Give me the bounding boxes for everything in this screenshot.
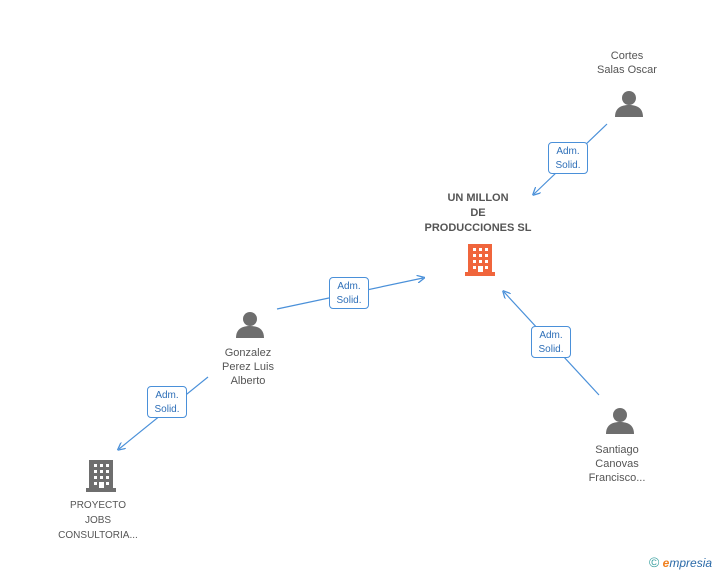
building-icon[interactable]	[465, 244, 495, 276]
label-line: JOBS	[84, 515, 112, 526]
edge-label-line: Adm.	[337, 281, 361, 292]
label-line: CONSULTORIA...	[58, 530, 138, 541]
person-icon[interactable]	[606, 408, 634, 434]
company-label-proyecto[interactable]: PROYECTO JOBS CONSULTORIA...	[50, 498, 146, 543]
label-line: Santiago	[595, 444, 639, 456]
label-line: Salas Oscar	[597, 64, 657, 76]
edge-label-line: Adm.	[539, 330, 563, 341]
edge-label-line: Solid.	[154, 404, 180, 415]
edge-label-cortes: Adm. Solid.	[548, 142, 588, 174]
company-label-main[interactable]: UN MILLON DE PRODUCCIONES SL	[408, 191, 548, 236]
label-line: Alberto	[230, 375, 266, 387]
brand-name: mpresia	[669, 556, 713, 570]
label-line: PRODUCCIONES SL	[424, 222, 532, 234]
person-label-santiago[interactable]: Santiago Canovas Francisco...	[569, 443, 665, 485]
label-line: Gonzalez	[224, 347, 272, 359]
copyright-icon: ©	[649, 554, 660, 570]
edge-label-santiago: Adm. Solid.	[531, 326, 571, 358]
label-line: UN MILLON	[447, 192, 509, 204]
person-label-gonzalez[interactable]: Gonzalez Perez Luis Alberto	[200, 346, 296, 388]
edge-label-line: Solid.	[336, 295, 362, 306]
edge-label-line: Solid.	[538, 344, 564, 355]
label-line: DE	[470, 207, 486, 219]
edge-label-gonzalez-proyecto: Adm. Solid.	[147, 386, 187, 418]
person-label-cortes[interactable]: Cortes Salas Oscar	[579, 49, 675, 77]
brand-logo[interactable]: © empresia	[649, 554, 712, 570]
building-icon[interactable]	[86, 460, 116, 492]
edge-label-gonzalez-main: Adm. Solid.	[329, 277, 369, 309]
person-icon[interactable]	[615, 91, 643, 117]
edge-label-line: Adm.	[155, 390, 179, 401]
label-line: Francisco...	[588, 472, 646, 484]
label-line: PROYECTO	[70, 500, 126, 511]
brand-initial: e	[662, 556, 670, 570]
label-line: Canovas	[595, 458, 639, 470]
edge-label-line: Solid.	[555, 160, 581, 171]
label-line: Cortes	[610, 50, 644, 62]
edge-label-line: Adm.	[556, 146, 580, 157]
label-line: Perez Luis	[222, 361, 274, 373]
person-icon[interactable]	[236, 312, 264, 338]
